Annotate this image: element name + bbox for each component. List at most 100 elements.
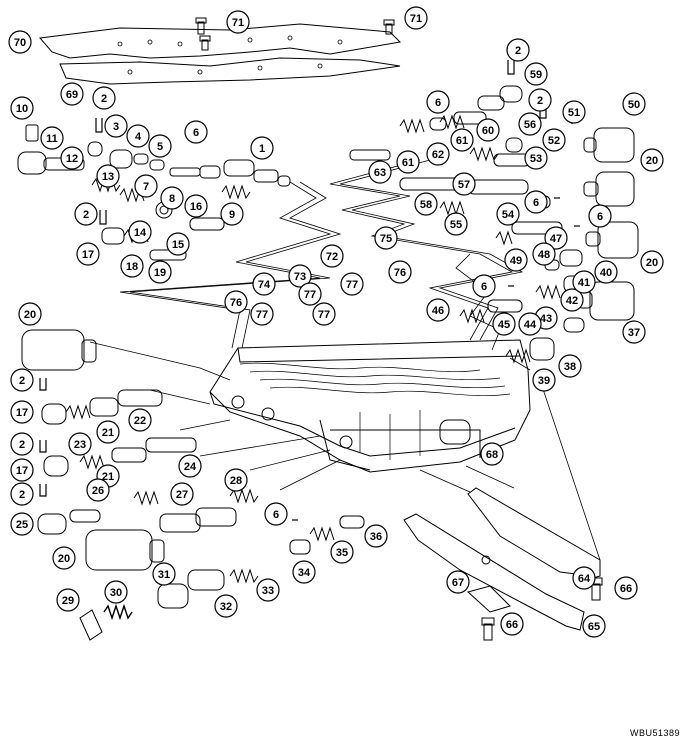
- callout-53: 53: [524, 146, 548, 170]
- callout-circle: [388, 260, 412, 284]
- callout-circle: [562, 100, 586, 124]
- callout-number: 17: [16, 407, 28, 419]
- callout-71: 71: [404, 6, 428, 30]
- callout-circle: [40, 126, 64, 150]
- callout-6: 6: [588, 204, 612, 228]
- callout-72: 72: [320, 244, 344, 268]
- callout-2: 2: [10, 482, 34, 506]
- callout-number: 57: [458, 179, 470, 191]
- callout-number: 76: [230, 297, 242, 309]
- callout-number: 3: [113, 121, 119, 133]
- callout-circle: [572, 566, 596, 590]
- callout-21: 21: [96, 420, 120, 444]
- callout-circle: [10, 432, 34, 456]
- callout-number: 17: [82, 249, 94, 261]
- callout-number: 31: [158, 569, 170, 581]
- callout-circle: [214, 594, 238, 618]
- callout-circle: [532, 368, 556, 392]
- callout-number: 40: [600, 267, 612, 279]
- callout-number: 2: [19, 439, 25, 451]
- callout-number: 26: [92, 485, 104, 497]
- callout-circle: [452, 172, 476, 196]
- callout-13: 13: [96, 164, 120, 188]
- callout-number: 6: [481, 281, 487, 293]
- callout-circle: [340, 272, 364, 296]
- callout-number: 21: [102, 427, 114, 439]
- callout-circle: [10, 400, 34, 424]
- callout-circle: [166, 232, 190, 256]
- callout-44: 44: [518, 312, 542, 336]
- callout-68: 68: [480, 442, 504, 466]
- callout-6: 6: [184, 120, 208, 144]
- callout-54: 54: [496, 202, 520, 226]
- valve-body-casting: [209, 339, 531, 473]
- callout-22: 22: [128, 408, 152, 432]
- callout-number: 43: [540, 313, 552, 325]
- solenoid-20-upper: [583, 171, 635, 207]
- callout-number: 51: [568, 107, 580, 119]
- bolt-71: [195, 17, 395, 51]
- callout-2: 2: [10, 432, 34, 456]
- callout-66: 66: [614, 576, 638, 600]
- callout-circle: [640, 250, 664, 274]
- callout-circle: [10, 512, 34, 536]
- callout-number: 9: [229, 209, 235, 221]
- callout-20: 20: [18, 302, 42, 326]
- callout-14: 14: [128, 220, 152, 244]
- callout-4: 4: [126, 124, 150, 148]
- callout-number: 17: [16, 465, 28, 477]
- callout-56: 56: [518, 112, 542, 136]
- callout-circle: [224, 468, 248, 492]
- callout-2: 2: [10, 368, 34, 392]
- callout-59: 59: [524, 62, 548, 86]
- callout-circle: [170, 482, 194, 506]
- callout-11: 11: [40, 126, 64, 150]
- callout-2: 2: [92, 86, 116, 110]
- callout-circle: [250, 136, 274, 160]
- callout-60: 60: [476, 118, 500, 142]
- callout-17: 17: [76, 242, 100, 266]
- callout-75: 75: [374, 226, 398, 250]
- callout-47: 47: [544, 226, 568, 250]
- callout-46: 46: [426, 298, 450, 322]
- callout-77: 77: [340, 272, 364, 296]
- callout-number: 6: [533, 197, 539, 209]
- callout-19: 19: [148, 260, 172, 284]
- callout-circle: [622, 92, 646, 116]
- callout-circle: [544, 226, 568, 250]
- callout-number: 16: [190, 201, 202, 213]
- callout-circle: [396, 150, 420, 174]
- callout-number: 34: [298, 567, 311, 579]
- callout-number: 5: [157, 141, 163, 153]
- callout-circle: [128, 408, 152, 432]
- callout-number: 6: [273, 509, 279, 521]
- callout-number: 55: [450, 219, 462, 231]
- callout-circle: [426, 298, 450, 322]
- separator-plate: [39, 23, 402, 59]
- callout-58: 58: [414, 192, 438, 216]
- callout-circle: [220, 202, 244, 226]
- callout-circle: [68, 432, 92, 456]
- callout-number: 58: [420, 199, 432, 211]
- callout-2: 2: [528, 88, 552, 112]
- callout-39: 39: [532, 368, 556, 392]
- callout-77: 77: [312, 302, 336, 326]
- callout-number: 2: [101, 93, 107, 105]
- callout-number: 2: [19, 489, 25, 501]
- callout-number: 2: [83, 209, 89, 221]
- callout-62: 62: [426, 142, 450, 166]
- callout-circle: [640, 148, 664, 172]
- callout-number: 73: [294, 271, 306, 283]
- callout-circle: [298, 282, 322, 306]
- callout-number: 61: [456, 135, 468, 147]
- callout-number: 56: [524, 119, 536, 131]
- callout-48: 48: [532, 242, 556, 266]
- callout-circle: [414, 192, 438, 216]
- callout-32: 32: [214, 594, 238, 618]
- callout-1: 1: [250, 136, 274, 160]
- callout-number: 21: [102, 471, 114, 483]
- callout-number: 52: [548, 135, 560, 147]
- callout-71: 71: [226, 10, 250, 34]
- callout-number: 23: [74, 439, 86, 451]
